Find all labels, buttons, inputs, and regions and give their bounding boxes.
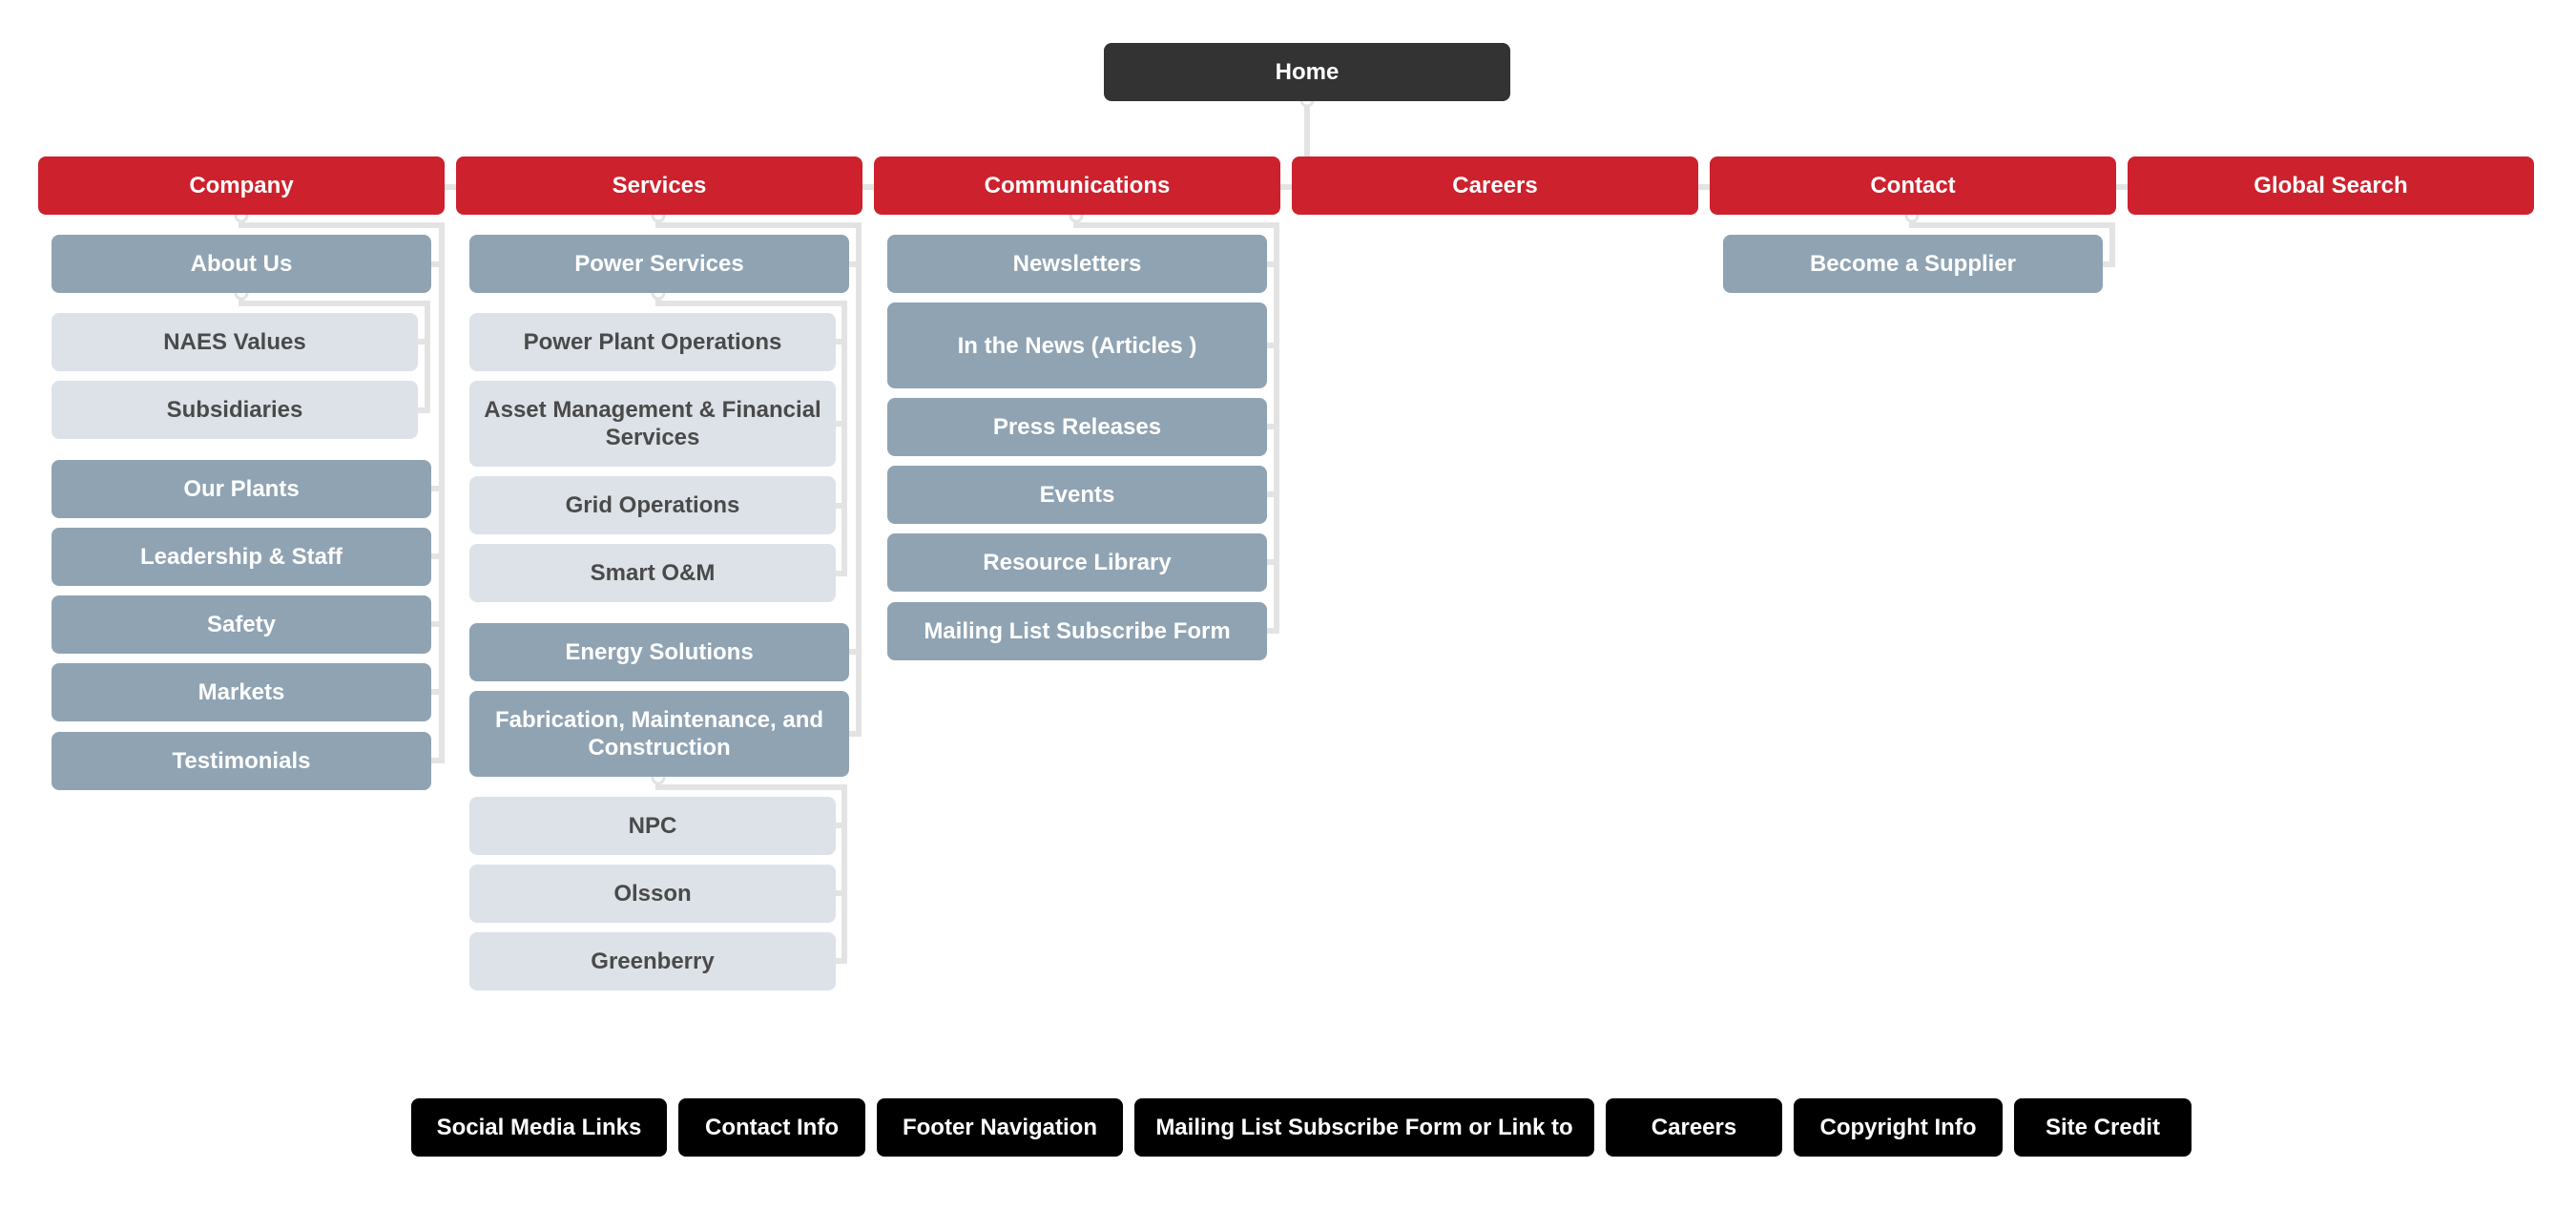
nav-careers[interactable]: Careers xyxy=(1292,156,1698,215)
nav-global-search[interactable]: Global Search xyxy=(2128,156,2534,215)
company-leadership-staff[interactable]: Leadership & Staff xyxy=(52,528,431,586)
comms-mailing-list-subscribe-form[interactable]: Mailing List Subscribe Form xyxy=(887,602,1267,660)
comms-events[interactable]: Events xyxy=(887,466,1267,524)
fabrication-greenberry[interactable]: Greenberry xyxy=(469,932,836,991)
services-fabrication-maintenance-construction[interactable]: Fabrication, Maintenance, and Constructi… xyxy=(469,691,849,777)
nav-company[interactable]: Company xyxy=(38,156,445,215)
footer-contact-info[interactable]: Contact Info xyxy=(678,1098,865,1157)
services-power-services[interactable]: Power Services xyxy=(469,235,849,293)
company-testimonials[interactable]: Testimonials xyxy=(52,732,431,790)
footer-footer-navigation[interactable]: Footer Navigation xyxy=(877,1098,1123,1157)
services-energy-solutions[interactable]: Energy Solutions xyxy=(469,623,849,681)
footer-copyright-info[interactable]: Copyright Info xyxy=(1794,1098,2003,1157)
about-subsidiaries[interactable]: Subsidiaries xyxy=(52,381,418,439)
nav-services[interactable]: Services xyxy=(456,156,862,215)
footer-careers[interactable]: Careers xyxy=(1606,1098,1782,1157)
company-markets[interactable]: Markets xyxy=(52,663,431,721)
nav-contact[interactable]: Contact xyxy=(1710,156,2116,215)
footer-mailing-list-subscribe[interactable]: Mailing List Subscribe Form or Link to xyxy=(1134,1098,1594,1157)
fabrication-olsson[interactable]: Olsson xyxy=(469,865,836,923)
contact-become-a-supplier[interactable]: Become a Supplier xyxy=(1723,235,2103,293)
power-plant-operations[interactable]: Power Plant Operations xyxy=(469,313,836,371)
footer-site-credit[interactable]: Site Credit xyxy=(2014,1098,2192,1157)
home-node[interactable]: Home xyxy=(1104,43,1510,101)
grid-operations[interactable]: Grid Operations xyxy=(469,476,836,534)
comms-press-releases[interactable]: Press Releases xyxy=(887,398,1267,456)
company-about-us[interactable]: About Us xyxy=(52,235,431,293)
nav-communications[interactable]: Communications xyxy=(874,156,1280,215)
smart-om[interactable]: Smart O&M xyxy=(469,544,836,602)
footer-social-media-links[interactable]: Social Media Links xyxy=(411,1098,667,1157)
about-naes-values[interactable]: NAES Values xyxy=(52,313,418,371)
comms-in-the-news[interactable]: In the News (Articles ) xyxy=(887,302,1267,388)
asset-management-financial-services[interactable]: Asset Management & Financial Services xyxy=(469,381,836,467)
company-safety[interactable]: Safety xyxy=(52,595,431,654)
comms-newsletters[interactable]: Newsletters xyxy=(887,235,1267,293)
comms-resource-library[interactable]: Resource Library xyxy=(887,533,1267,592)
company-our-plants[interactable]: Our Plants xyxy=(52,460,431,518)
fabrication-npc[interactable]: NPC xyxy=(469,797,836,855)
